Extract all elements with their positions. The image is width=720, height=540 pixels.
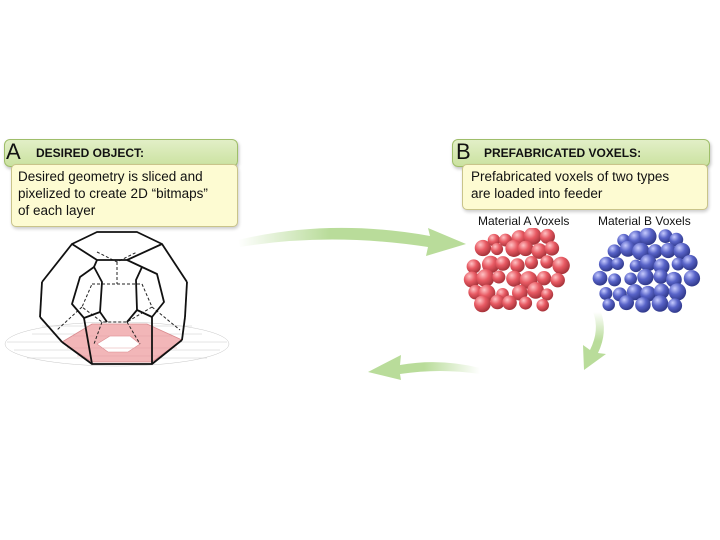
voxel-sphere	[511, 284, 528, 301]
panel-a-line-2: pixelized to create 2D “bitmaps”	[18, 186, 208, 201]
voxel-sphere	[531, 243, 548, 259]
voxel-sphere	[524, 256, 539, 270]
voxel-sphere	[492, 270, 506, 284]
voxel-sphere	[660, 242, 676, 259]
voxel-sphere	[658, 229, 673, 244]
voxel-sphere	[552, 256, 570, 275]
voxel-sphere	[683, 270, 701, 287]
voxel-sphere	[639, 228, 657, 246]
voxel-sphere	[635, 297, 651, 313]
voxel-sphere	[598, 256, 614, 272]
truncated-octahedron-diagram	[4, 231, 230, 367]
voxel-sphere	[599, 287, 613, 300]
panel-a-letter: A	[6, 139, 21, 164]
voxel-sphere	[510, 258, 525, 273]
voxel-sphere	[544, 241, 560, 256]
voxel-sphere	[607, 244, 622, 259]
voxel-sphere	[474, 295, 491, 313]
voxel-sphere	[624, 272, 638, 286]
voxel-sphere	[682, 254, 698, 271]
voxel-sphere	[476, 269, 495, 287]
panel-b-title: PREFABRICATED VOXELS:	[484, 146, 642, 160]
voxel-sphere	[671, 257, 685, 271]
voxel-sphere	[502, 295, 517, 310]
arrow-a-to-b	[238, 227, 466, 256]
voxel-sphere	[536, 298, 549, 312]
voxel-sphere	[608, 273, 622, 287]
panel-a-line-1: Desired geometry is sliced and	[18, 169, 203, 184]
panel-b-line-2: are loaded into feeder	[471, 186, 603, 201]
visible-edges	[39, 231, 188, 365]
panel-a-line-3: of each layer	[18, 203, 96, 218]
voxel-sphere	[527, 282, 544, 299]
voxel-sphere	[639, 254, 657, 272]
panel-b-line-1: Prefabricated voxels of two types	[471, 169, 670, 184]
voxel-sphere	[540, 288, 554, 301]
panel-b-description-box: Prefabricated voxels of two types are lo…	[462, 164, 708, 210]
voxel-sphere	[466, 259, 481, 274]
voxel-sphere	[611, 257, 624, 271]
voxel-sphere	[506, 270, 523, 287]
voxel-sphere	[648, 244, 663, 259]
voxel-sphere	[602, 298, 615, 311]
voxel-sphere	[550, 272, 565, 288]
voxel-sphere	[668, 283, 687, 301]
voxel-sphere	[505, 239, 523, 257]
voxel-sphere	[523, 228, 542, 245]
material-b-label: Material B Voxels	[598, 214, 691, 228]
panel-b-description: Prefabricated voxels of two types are lo…	[471, 168, 707, 202]
panel-b-header	[452, 139, 710, 167]
material-a-voxel-cluster	[463, 228, 570, 313]
hidden-edges	[56, 251, 181, 345]
voxel-sphere	[653, 283, 670, 300]
voxel-sphere	[637, 268, 654, 286]
panel-a-description: Desired geometry is sliced and pixelized…	[18, 168, 238, 219]
arrow-down	[583, 312, 606, 370]
voxel-clusters	[463, 228, 701, 313]
voxel-sphere	[619, 295, 635, 311]
voxel-sphere	[481, 255, 500, 274]
panel-a-title: DESIRED OBJECT:	[36, 146, 145, 160]
voxel-sphere	[651, 295, 669, 312]
voxel-sphere	[463, 271, 480, 288]
voxel-sphere	[490, 242, 504, 256]
arrow-left	[368, 355, 480, 380]
voxel-sphere	[629, 259, 643, 273]
voxel-sphere	[626, 284, 643, 301]
voxel-sphere	[474, 239, 492, 257]
panel-b-letter: B	[456, 139, 471, 164]
voxel-sphere	[536, 271, 552, 286]
voxel-sphere	[539, 228, 555, 244]
voxel-sphere	[490, 294, 505, 310]
voxel-sphere	[592, 270, 608, 286]
panel-a-description-box: Desired geometry is sliced and pixelized…	[11, 164, 238, 227]
voxel-sphere	[667, 298, 683, 313]
voxel-sphere	[673, 242, 691, 260]
voxel-sphere	[495, 256, 511, 271]
voxel-sphere	[519, 296, 533, 310]
voxel-sphere	[619, 240, 636, 257]
voxel-sphere	[517, 240, 534, 257]
voxel-sphere	[653, 269, 669, 284]
voxel-sphere	[540, 255, 554, 269]
material-a-label: Material A Voxels	[478, 214, 570, 228]
material-b-voxel-cluster	[592, 228, 701, 313]
